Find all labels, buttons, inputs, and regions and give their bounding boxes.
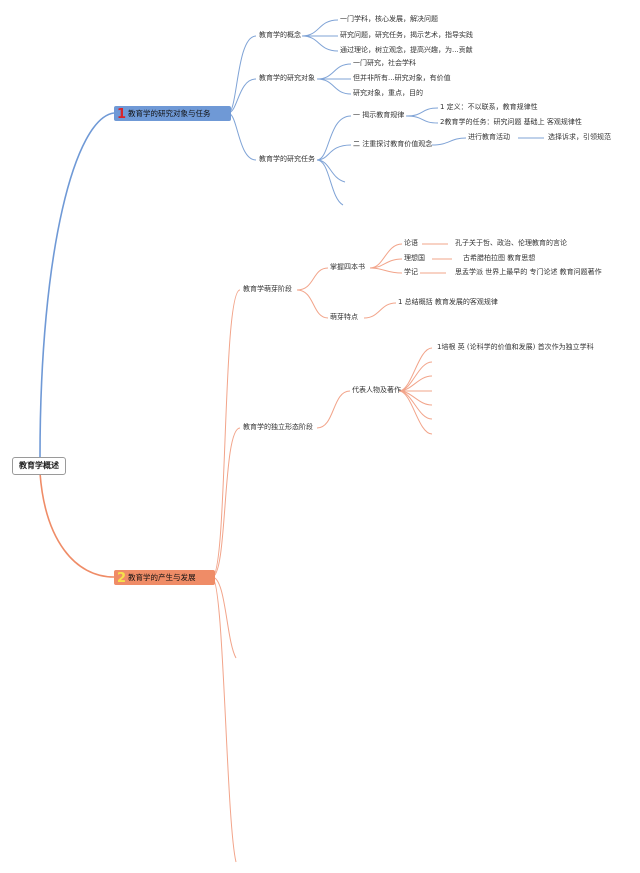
book-name-3[interactable]: 学记	[404, 268, 418, 276]
task-law-item-1[interactable]: 1 定义：不以联系，教育规律性	[440, 103, 538, 111]
object-item-3[interactable]: 研究对象，重点，目的	[353, 89, 423, 97]
branch1-number: 1	[117, 107, 127, 122]
figures-item-1[interactable]: 1培根 英 (论科学的价值和发展) 首次作为独立学科	[437, 343, 594, 351]
branch1-label: 教育学的研究对象与任务	[128, 109, 211, 118]
independent-node[interactable]: 教育学的独立形态阶段	[243, 423, 313, 431]
branch1-to-concept-link	[227, 35, 257, 114]
book-desc-2[interactable]: 古希腊柏拉图 教育思想	[463, 254, 536, 262]
task-value-child[interactable]: 进行教育活动	[468, 133, 510, 141]
task-node[interactable]: 教育学的研究任务	[259, 155, 315, 163]
concept-item-3[interactable]: 通过理论，树立观念，提高兴趣，为...贡献	[340, 46, 473, 54]
concept-node[interactable]: 教育学的概念	[259, 31, 301, 39]
branch2-number: 2	[117, 571, 127, 586]
root-node[interactable]: 教育学概述	[12, 457, 66, 475]
root-to-branch2-link	[39, 472, 115, 578]
concept-item-2[interactable]: 研究问题，研究任务，揭示艺术，指导实践	[340, 31, 473, 39]
concept-item-1[interactable]: 一门学科，核心发展，解决问题	[340, 15, 438, 23]
object-node[interactable]: 教育学的研究对象	[259, 74, 315, 82]
branch2-label: 教育学的产生与发展	[128, 573, 196, 582]
book-name-1[interactable]: 论语	[404, 239, 418, 247]
features-item-1[interactable]: 1 总结概括 教育发展的客观规律	[398, 298, 498, 306]
object-item-1[interactable]: 一门研究，社会学科	[353, 59, 416, 67]
root-to-branch1-link	[39, 112, 115, 458]
task-value-grandchild[interactable]: 选择诉求，引领规范	[548, 133, 611, 141]
figures-node[interactable]: 代表人物及著作	[352, 386, 401, 394]
sprout-node[interactable]: 教育学萌芽阶段	[243, 285, 292, 293]
book-desc-1[interactable]: 孔子关于哲、政治、伦理教育的言论	[455, 239, 567, 247]
task-law-item-2[interactable]: 2教育学的任务：研究问题 基础上 客观规律性	[440, 118, 582, 126]
features-node[interactable]: 萌芽特点	[330, 313, 358, 321]
books-node[interactable]: 掌握四本书	[330, 263, 365, 271]
book-name-2[interactable]: 理想国	[404, 254, 425, 262]
book-desc-3[interactable]: 思孟学派 世界上最早的 专门论述 教育问题著作	[455, 268, 602, 276]
branch1-to-task-link	[227, 112, 257, 161]
task-value-node[interactable]: 二 注重探讨教育价值观念	[353, 140, 433, 148]
task-law-node[interactable]: 一 揭示教育规律	[353, 111, 405, 119]
object-item-2[interactable]: 但并非所有...研究对象，有价值	[353, 74, 451, 82]
